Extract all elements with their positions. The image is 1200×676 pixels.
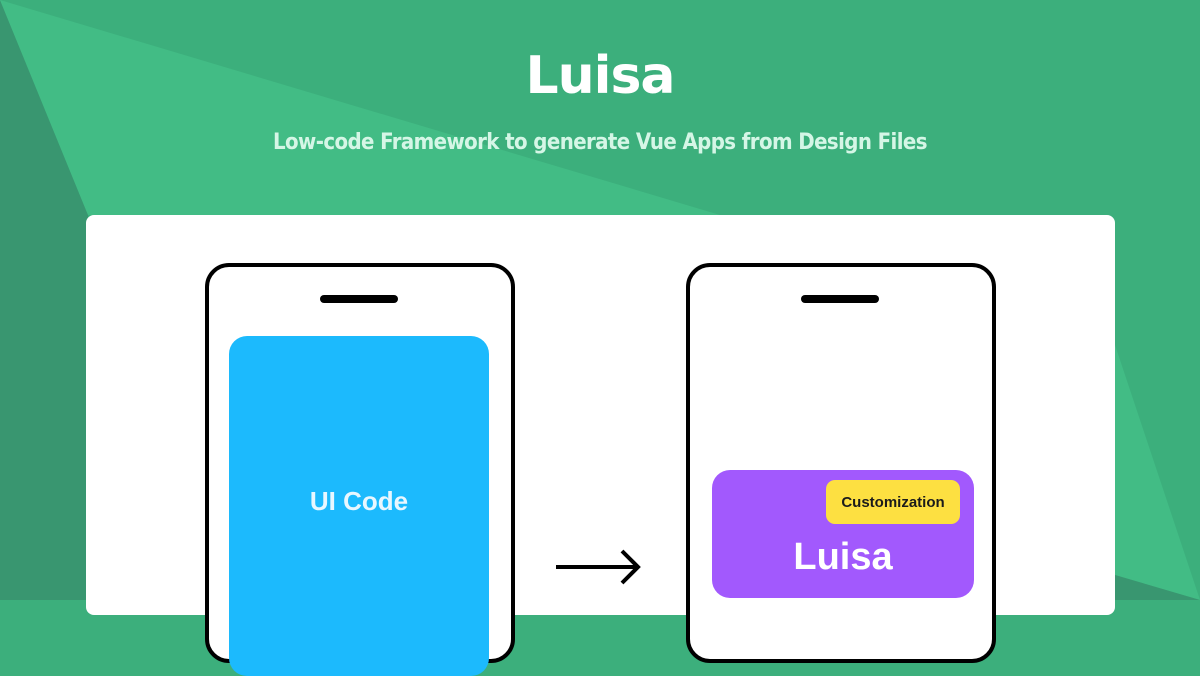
ui-code-screen: UI Code <box>229 336 489 676</box>
illustration-card: UI Code Customization Luisa <box>86 215 1115 676</box>
customization-badge: Customization <box>826 480 960 524</box>
phone-mockup-left: UI Code <box>205 263 515 676</box>
phone-speaker-icon <box>320 295 398 303</box>
arrow-right-icon <box>556 549 641 585</box>
page-subtitle: Low-code Framework to generate Vue Apps … <box>273 130 927 155</box>
phone-mockup-right: Customization Luisa <box>686 263 996 663</box>
ui-code-label: UI Code <box>309 486 409 516</box>
page-title: Luisa <box>525 46 675 106</box>
phone-speaker-icon <box>801 295 879 303</box>
luisa-screen: Customization Luisa <box>712 470 974 598</box>
luisa-label: Luisa <box>793 536 893 578</box>
